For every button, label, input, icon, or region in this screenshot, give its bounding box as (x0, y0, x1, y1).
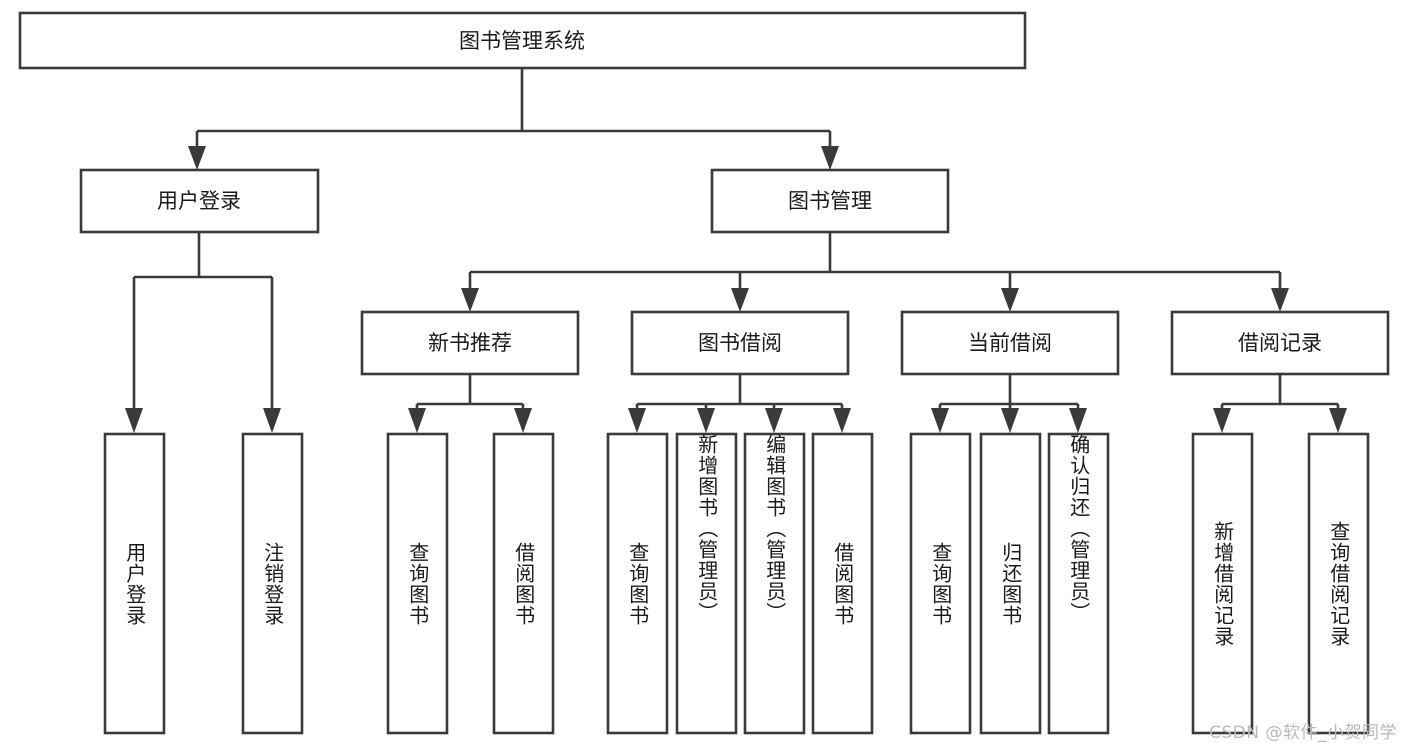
node-new-book-recommend-label: 新书推荐 (428, 331, 512, 355)
node-book-manage-box[interactable] (710, 168, 950, 234)
arrow-icon-current-borrow-leaf-2 (1001, 408, 1019, 433)
arrow-icon-to-new-book-recommend (461, 288, 479, 312)
arrow-icon-book-borrow-leaf-4 (833, 408, 851, 433)
arrow-icon-to-current-borrow (1001, 288, 1019, 312)
leaf-box-borrow-record-2[interactable] (1307, 432, 1370, 735)
connector-group-book-borrow (628, 374, 851, 433)
node-new-book-recommend-box[interactable] (360, 310, 580, 376)
leaf-box-book-borrow-4[interactable] (811, 432, 874, 735)
leaf-box-current-borrow-3[interactable] (1047, 432, 1110, 735)
leaf-box-new-book-2[interactable] (492, 432, 555, 735)
leaf-box-user-login-1[interactable] (103, 432, 166, 735)
arrow-icon-to-borrow-record (1271, 288, 1289, 312)
arrow-icon-root-to-user-login (188, 146, 206, 170)
node-user-login-label: 用户登录 (157, 189, 241, 213)
node-user-login-box[interactable] (79, 168, 320, 234)
connector-group-new-book-recommend (408, 374, 532, 433)
leaf-box-book-borrow-3[interactable] (743, 432, 806, 735)
node-root-box[interactable] (18, 11, 1027, 70)
arrow-icon-book-borrow-leaf-1 (628, 408, 646, 433)
leaf-box-current-borrow-2[interactable] (979, 432, 1042, 735)
node-borrow-record-box[interactable] (1170, 310, 1390, 376)
arrow-icon-borrow-record-leaf-2 (1329, 408, 1347, 433)
node-book-manage-label: 图书管理 (788, 189, 872, 213)
node-root-label: 图书管理系统 (459, 29, 585, 53)
arrow-icon-to-book-borrow (731, 288, 749, 312)
node-current-borrow-label: 当前借阅 (968, 331, 1052, 355)
leaf-box-book-borrow-1[interactable] (606, 432, 669, 735)
arrow-icon-user-login-leaf-2 (263, 408, 281, 433)
node-current-borrow-box[interactable] (900, 310, 1120, 376)
arrow-icon-borrow-record-leaf-1 (1213, 408, 1231, 433)
arrow-icon-root-to-book-manage (821, 146, 839, 170)
leaf-box-new-book-1[interactable] (386, 432, 449, 735)
arrow-icon-user-login-leaf-1 (125, 408, 143, 433)
connector-group-book-manage (461, 232, 1289, 312)
node-borrow-record-label: 借阅记录 (1238, 331, 1322, 355)
node-book-borrow-label: 图书借阅 (698, 331, 782, 355)
node-book-borrow-box[interactable] (630, 310, 850, 376)
arrow-icon-new-book-leaf-1 (408, 408, 426, 433)
arrow-icon-book-borrow-leaf-3 (765, 408, 783, 433)
connector-group-current-borrow (931, 374, 1087, 433)
connector-group-root (188, 68, 839, 170)
leaf-box-user-login-2[interactable] (241, 432, 304, 735)
arrow-icon-book-borrow-leaf-2 (697, 408, 715, 433)
leaf-box-current-borrow-1[interactable] (909, 432, 972, 735)
arrow-icon-current-borrow-leaf-1 (931, 408, 949, 433)
leaf-box-borrow-record-1[interactable] (1191, 432, 1254, 735)
arrow-icon-current-borrow-leaf-3 (1069, 408, 1087, 433)
connector-group-borrow-record (1213, 374, 1347, 433)
arrow-icon-new-book-leaf-2 (514, 408, 532, 433)
watermark-text: CSDN @软件_小贺同学 (1209, 723, 1397, 743)
connector-group-user-login (125, 232, 281, 433)
leaf-box-book-borrow-2[interactable] (675, 432, 738, 735)
